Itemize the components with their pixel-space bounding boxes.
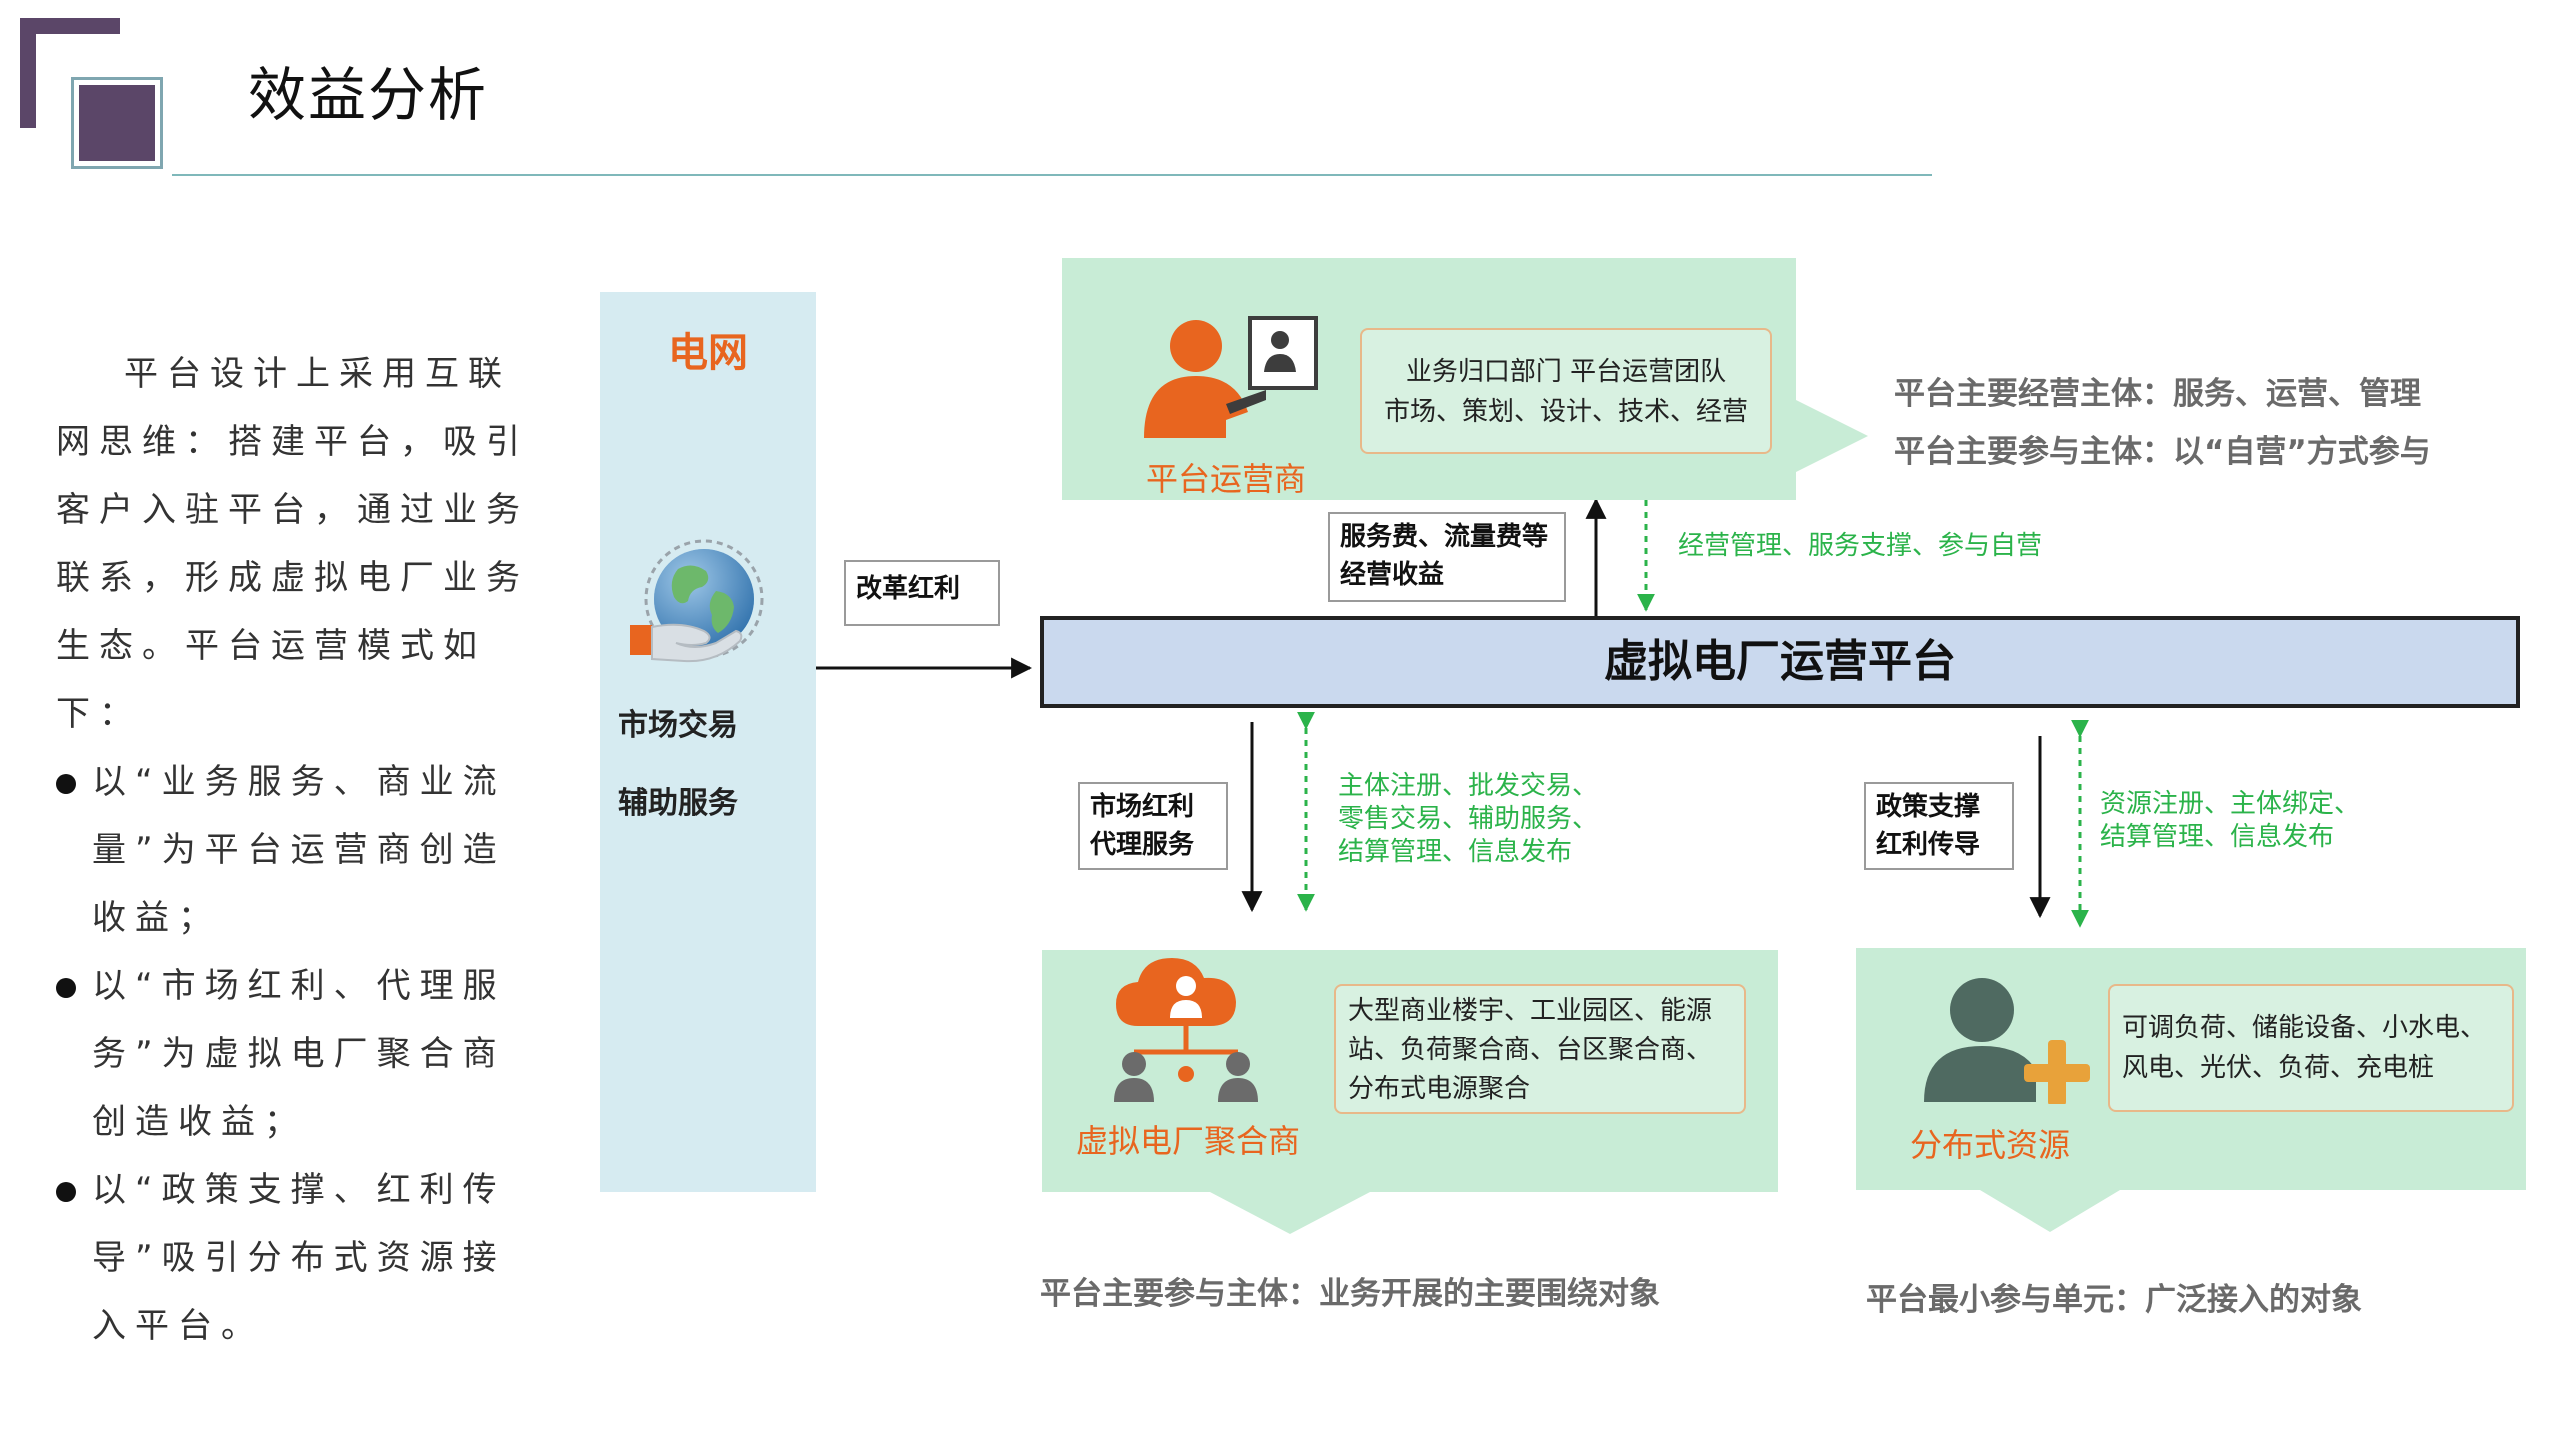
user-add-icon <box>1924 978 2090 1104</box>
bullet-dot-icon <box>56 978 76 998</box>
grid-line-ancillary: 辅助服务 <box>618 786 738 821</box>
resource-detail-box: 可调负荷、储能设备、小水电、 风电、光伏、负荷、充电桩 <box>2108 984 2514 1112</box>
operator-note-2: 平台主要参与主体：以“自营”方式参与 <box>1894 434 2431 470</box>
resource-panel-pointer <box>1980 1190 2120 1232</box>
resource-name: 分布式资源 <box>1910 1126 2071 1164</box>
logo-frame <box>20 18 120 128</box>
aggregator-detail-box: 大型商业楼宇、工业园区、能源 站、负荷聚合商、台区聚合商、 分布式电源聚合 <box>1334 984 1746 1114</box>
bullet-dot-icon <box>56 1182 76 1202</box>
cloud-network-icon <box>1114 958 1258 1102</box>
market-dividend-label: 市场红利 代理服务 <box>1078 782 1228 870</box>
grid-column <box>600 292 816 1192</box>
intro-paragraph: 平台设计上采用互联网思维：搭建平台，吸引客户入驻平台，通过业务联系，形成虚拟电厂… <box>56 354 529 734</box>
operator-detail-line: 市场、策划、设计、技术、经营 <box>1383 397 1748 427</box>
intro-bullets: 以“业务服务、商业流量”为平台运营商创造收益； 以“市场红利、代理服务”为虚拟电… <box>56 748 536 1360</box>
aggregator-note: 平台主要参与主体：业务开展的主要围绕对象 <box>1040 1276 1660 1312</box>
policy-support-label: 政策支撑 红利传导 <box>1864 782 2014 870</box>
aggregator-panel-pointer <box>1210 1192 1370 1234</box>
presenter-icon <box>1144 316 1318 438</box>
grid-title: 电网 <box>668 330 748 376</box>
intro-bullet: 以“政策支撑、红利传导”吸引分布式资源接入平台。 <box>56 1156 536 1360</box>
title-divider <box>172 174 1932 176</box>
globe-hand-icon <box>630 539 764 663</box>
operator-detail-box: 业务归口部门 平台运营团队 市场、策划、设计、技术、经营 <box>1360 328 1772 454</box>
bullet-dot-icon <box>56 774 76 794</box>
resource-note: 平台最小参与单元：广泛接入的对象 <box>1866 1282 2362 1318</box>
resource-flow-text: 资源注册、主体绑定、 结算管理、信息发布 <box>2100 789 2361 852</box>
operator-note-1: 平台主要经营主体：服务、运营、管理 <box>1894 376 2421 412</box>
operator-detail-line: 业务归口部门 平台运营团队 <box>1405 357 1727 387</box>
grid-line-market: 市场交易 <box>618 708 738 743</box>
operator-name: 平台运营商 <box>1146 460 1307 498</box>
fees-label: 服务费、流量费等 经营收益 <box>1328 512 1566 602</box>
aggregator-flow-text: 主体注册、批发交易、 零售交易、辅助服务、 结算管理、信息发布 <box>1338 771 1599 867</box>
operator-panel-pointer <box>1796 400 1868 472</box>
logo-block <box>74 80 160 166</box>
intro-bullet: 以“业务服务、商业流量”为平台运营商创造收益； <box>56 748 536 952</box>
reform-dividend-label: 改革红利 <box>844 560 1000 626</box>
operator-flow-text: 经营管理、服务支撑、参与自营 <box>1678 531 2043 561</box>
page-title: 效益分析 <box>248 61 489 129</box>
intro-text: 平台设计上采用互联网思维：搭建平台，吸引客户入驻平台，通过业务联系，形成虚拟电厂… <box>56 340 536 1360</box>
intro-bullet: 以“市场红利、代理服务”为虚拟电厂聚合商创造收益； <box>56 952 536 1156</box>
aggregator-name: 虚拟电厂聚合商 <box>1076 1122 1301 1160</box>
platform-bar: 虚拟电厂运营平台 <box>1040 616 2520 708</box>
